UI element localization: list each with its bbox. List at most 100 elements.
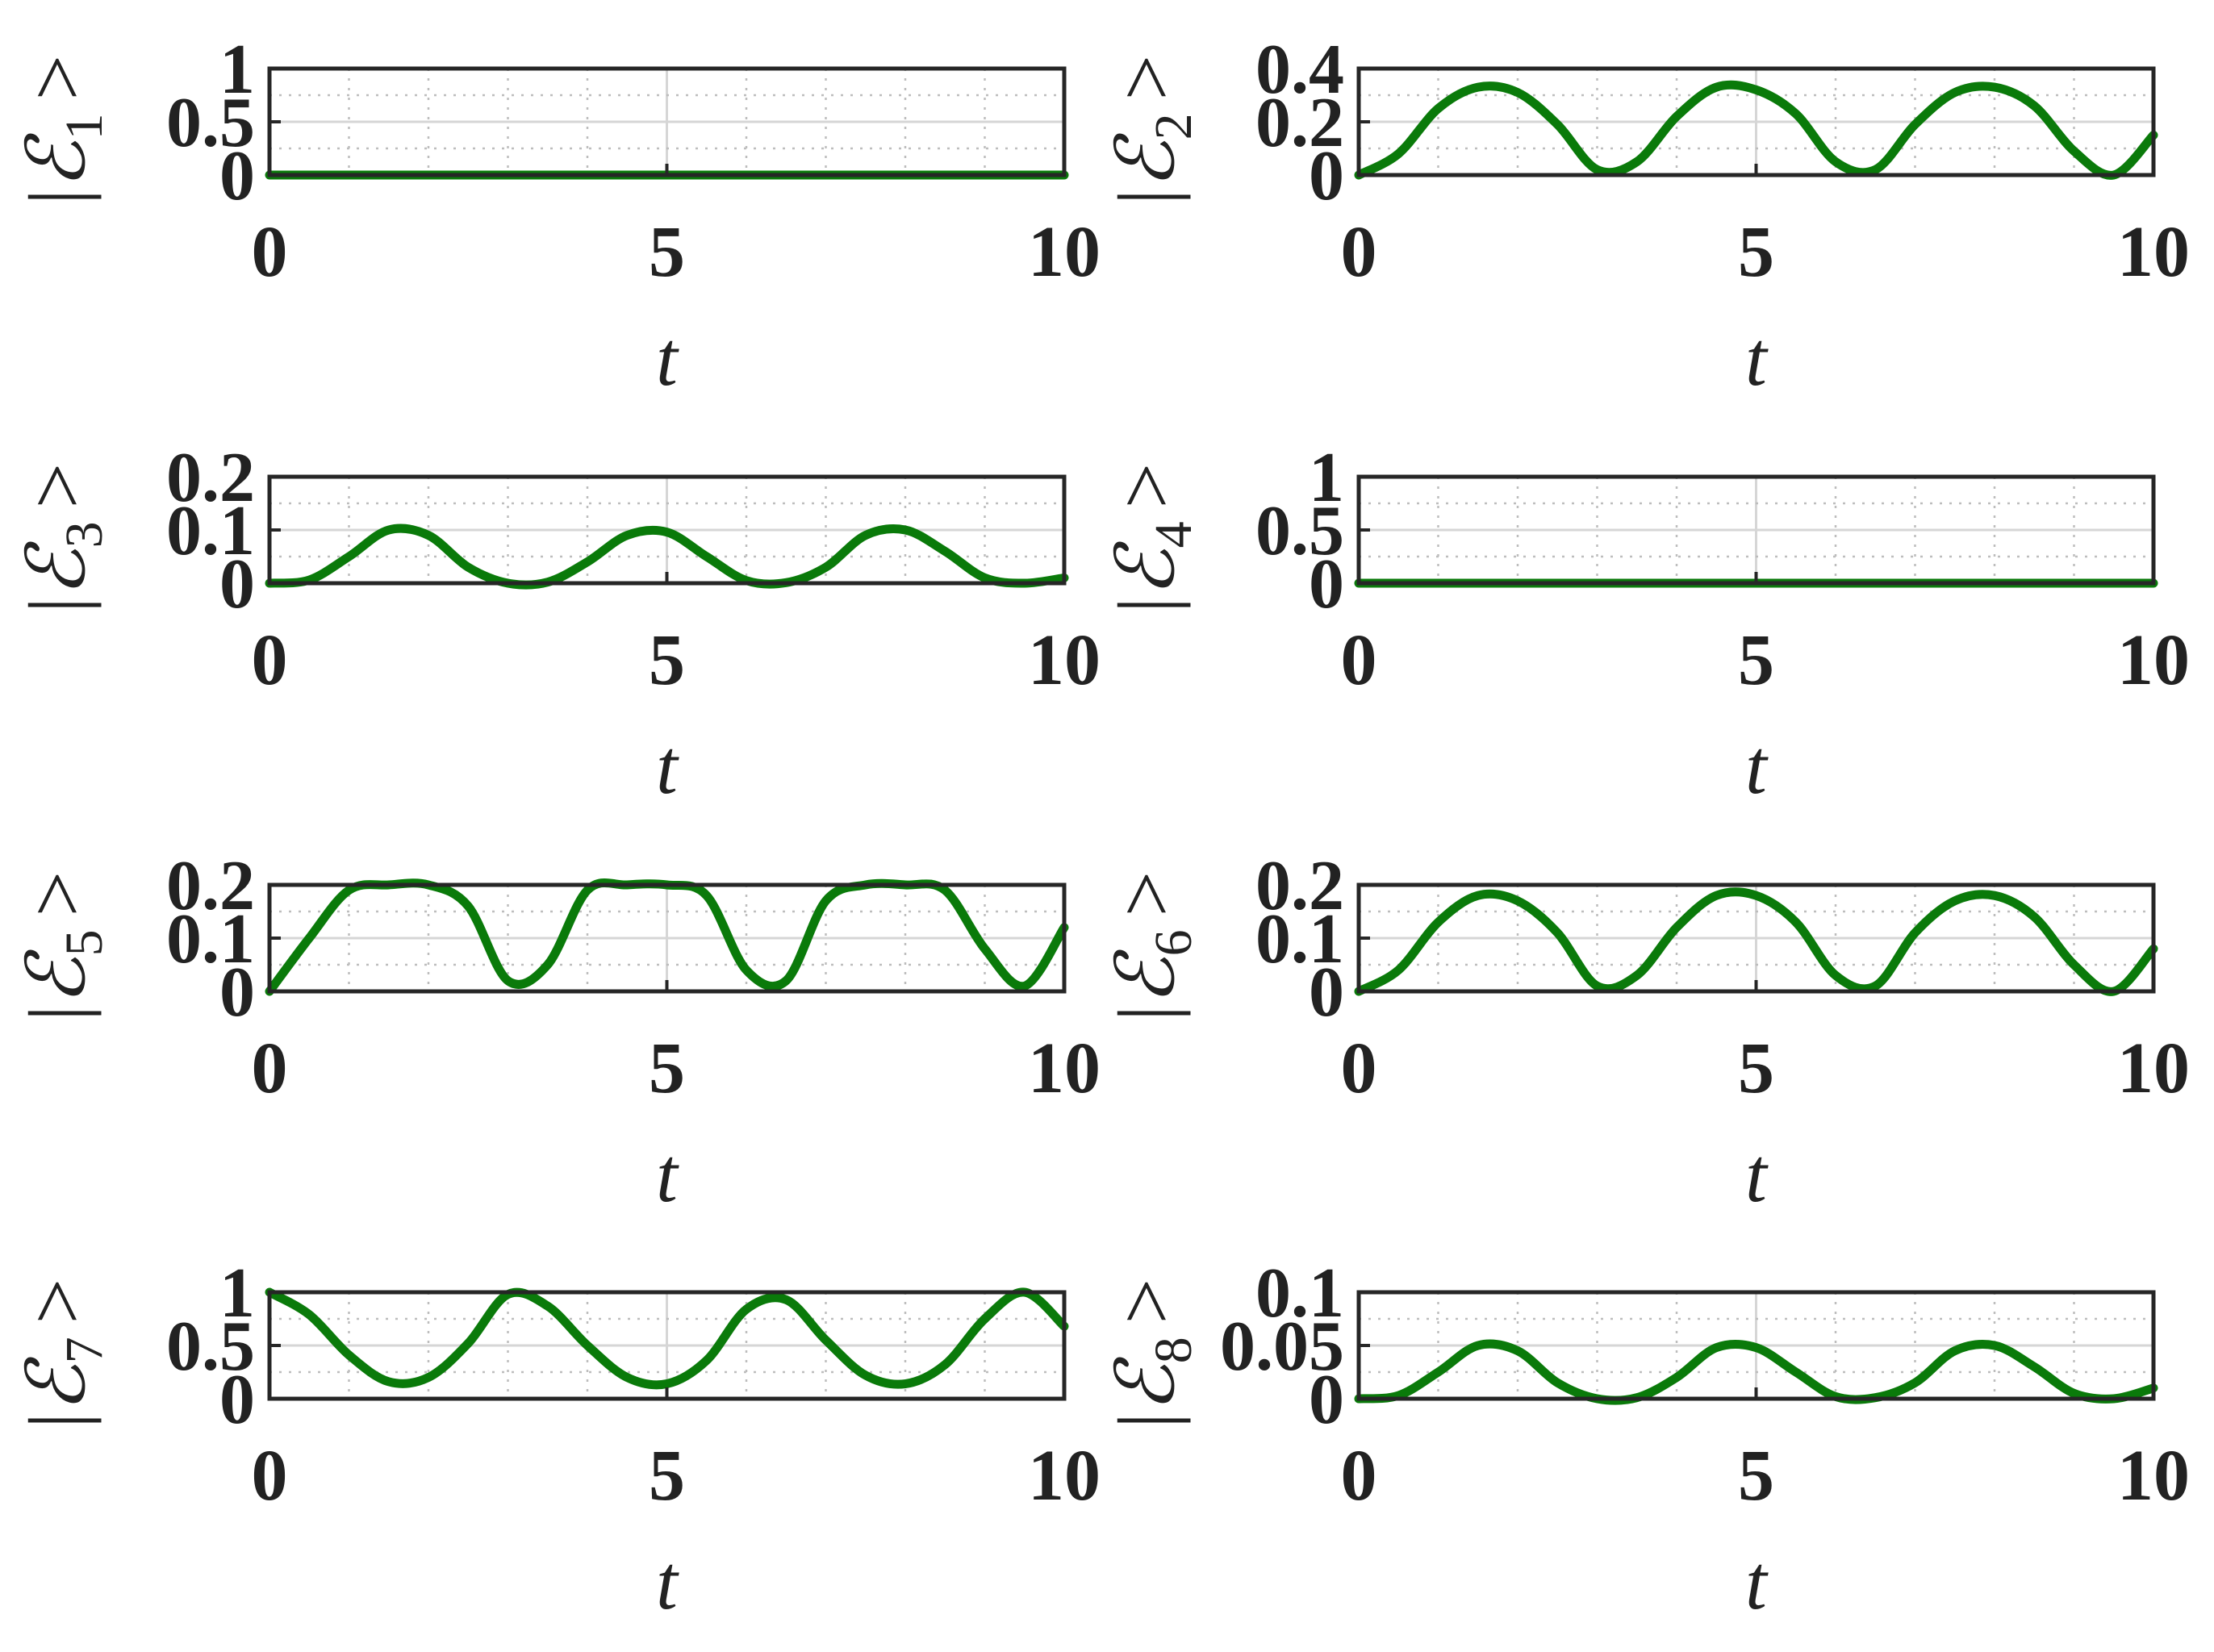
y-label-subscript: 6 <box>1144 929 1203 956</box>
x-axis-label: t <box>1745 1539 1769 1625</box>
y-tick-label: 0 <box>1309 545 1344 624</box>
x-axis-label: t <box>656 724 679 810</box>
x-tick-label: 0 <box>1341 620 1377 700</box>
y-label-symbol: ℰ <box>1101 132 1191 189</box>
x-tick-label: 5 <box>649 1028 685 1108</box>
x-axis-label: t <box>1745 315 1769 402</box>
y-tick-label: 0 <box>1309 137 1344 215</box>
x-tick-label: 5 <box>1738 1028 1774 1108</box>
y-axis-label: |ℰ6> <box>1101 871 1203 1021</box>
x-tick-label: 0 <box>252 212 288 292</box>
y-label-prefix: | <box>12 189 102 205</box>
y-label-symbol: ℰ <box>12 132 102 189</box>
y-label-prefix: | <box>12 1412 102 1429</box>
y-tick-label: 0 <box>219 137 255 215</box>
y-axis-label: |ℰ2> <box>1101 55 1203 205</box>
y-tick-label: 0.5 <box>1255 492 1344 570</box>
y-label-subscript: 8 <box>1144 1337 1203 1363</box>
y-label-subscript: 3 <box>55 521 114 548</box>
x-tick-label: 10 <box>1028 1028 1101 1108</box>
y-label-suffix: > <box>12 1279 102 1324</box>
y-axis-label: |ℰ1 > <box>12 55 114 205</box>
y-label-suffix: > <box>12 871 102 916</box>
grid <box>1359 69 2153 175</box>
y-label-suffix: > <box>1101 55 1191 100</box>
x-axis-label: t <box>656 1539 679 1625</box>
y-label-subscript: 1 <box>55 113 114 140</box>
x-tick-label: 0 <box>252 1436 288 1516</box>
x-tick-label: 0 <box>1341 212 1377 292</box>
series-line <box>1354 80 2158 180</box>
y-tick-label: 0.2 <box>166 847 255 925</box>
series-line <box>265 1287 1069 1390</box>
x-tick-label: 5 <box>649 1436 685 1516</box>
y-label-symbol: ℰ <box>12 540 102 597</box>
y-tick-label: 0 <box>219 1361 255 1439</box>
y-axis-label: |ℰ4> <box>1101 463 1203 613</box>
y-tick-label: 0.1 <box>1255 1254 1344 1333</box>
x-tick-label: 5 <box>649 620 685 700</box>
y-tick-label: 0.2 <box>166 439 255 517</box>
x-tick-label: 10 <box>2117 1028 2190 1108</box>
x-axis-label: t <box>1745 724 1769 810</box>
x-tick-label: 10 <box>1028 1436 1101 1516</box>
x-tick-label: 10 <box>2117 1436 2190 1516</box>
y-label-symbol: ℰ <box>12 1356 102 1412</box>
x-tick-label: 5 <box>1738 620 1774 700</box>
x-axis-label: t <box>656 315 679 402</box>
y-tick-label: 0 <box>219 953 255 1032</box>
x-axis-label: t <box>656 1132 679 1218</box>
y-tick-label: 0.2 <box>1255 847 1344 925</box>
y-label-symbol: ℰ <box>1101 949 1191 1005</box>
x-tick-label: 10 <box>2117 620 2190 700</box>
y-tick-label: 0 <box>1309 1361 1344 1439</box>
y-label-suffix: > <box>1101 463 1191 508</box>
y-label-symbol: ℰ <box>1101 1356 1191 1412</box>
y-label-suffix: > <box>12 55 102 100</box>
y-label-suffix: > <box>1101 1279 1191 1324</box>
y-tick-label: 1 <box>219 31 255 109</box>
grid <box>269 885 1064 991</box>
y-tick-label: 0.4 <box>1255 31 1344 109</box>
x-axis-label: t <box>1745 1132 1769 1218</box>
y-axis-label: |ℰ5 > <box>12 871 114 1021</box>
series-line <box>1354 1339 2158 1405</box>
y-tick-label: 1 <box>219 1254 255 1333</box>
y-tick-label: 0.5 <box>166 1308 255 1386</box>
y-label-subscript: 7 <box>55 1337 114 1363</box>
y-tick-label: 0.1 <box>166 492 255 570</box>
y-axis-label: |ℰ7 > <box>12 1279 114 1429</box>
y-label-suffix: > <box>12 463 102 508</box>
y-label-subscript: 5 <box>55 929 114 956</box>
x-tick-label: 10 <box>2117 212 2190 292</box>
y-tick-label: 0.05 <box>1220 1308 1344 1386</box>
y-label-prefix: | <box>12 1005 102 1021</box>
grid <box>1359 885 2153 991</box>
y-label-prefix: | <box>1101 597 1191 613</box>
y-tick-label: 0.1 <box>1255 900 1344 978</box>
y-tick-label: 0 <box>1309 953 1344 1032</box>
grid <box>1359 477 2153 583</box>
y-label-suffix: > <box>1101 871 1191 916</box>
y-label-symbol: ℰ <box>12 949 102 1005</box>
y-label-subscript: 4 <box>1144 521 1203 548</box>
y-label-prefix: | <box>1101 189 1191 205</box>
y-label-prefix: | <box>1101 1412 1191 1429</box>
x-tick-label: 0 <box>252 620 288 700</box>
x-tick-label: 5 <box>1738 1436 1774 1516</box>
x-tick-label: 5 <box>1738 212 1774 292</box>
y-axis-label: |ℰ3> <box>12 463 114 613</box>
x-tick-label: 0 <box>252 1028 288 1108</box>
y-tick-label: 0 <box>219 545 255 624</box>
x-tick-label: 5 <box>649 212 685 292</box>
series-line <box>1354 887 2158 996</box>
y-tick-label: 1 <box>1309 439 1344 517</box>
